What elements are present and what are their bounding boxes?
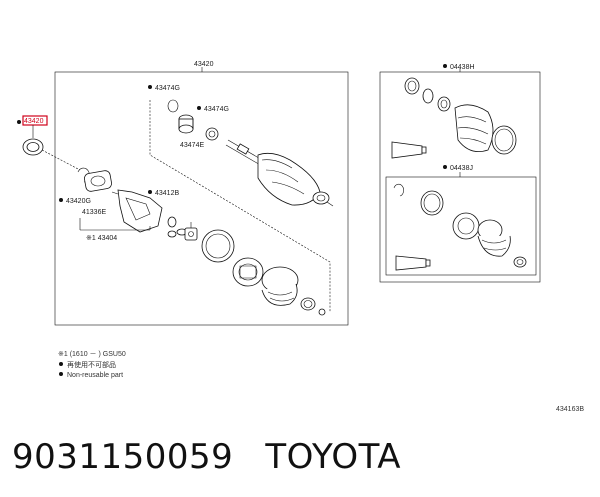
inner-clamp-part [201, 229, 235, 263]
non-reusable-dot-icon [59, 372, 63, 376]
note-non-reusable-jp: 再使用不可部品 [67, 360, 116, 369]
callout-43420: 43420 [194, 61, 214, 68]
non-reusable-dot-icon [197, 106, 201, 110]
kit-inner-grease-tube-part [395, 255, 431, 271]
note-non-reusable-en: Non-reusable part [67, 372, 123, 379]
inner-housing-part [232, 257, 264, 287]
bearing-ring-part [22, 138, 81, 171]
callout-04438j: 04438J [450, 165, 473, 172]
footer: 9031150059 TOYOTA [12, 432, 592, 482]
kit-outer-boot-part [454, 104, 517, 155]
outer-joint-part [111, 189, 163, 233]
kit-grease-tube-part [391, 141, 427, 159]
small-ring-part [167, 216, 177, 228]
non-reusable-dot-icon [443, 64, 447, 68]
non-reusable-dot-icon [148, 190, 152, 194]
washer-part [84, 170, 112, 192]
non-reusable-dot-icon [148, 85, 152, 89]
non-reusable-dot-icon [17, 120, 21, 124]
highlight-box [22, 115, 48, 126]
main-assembly-frame [54, 71, 349, 326]
callout-04438h: 04438H [450, 64, 475, 71]
kit-outer-clips-part [404, 77, 451, 112]
callout-43420g: 43420G [66, 198, 91, 205]
kit-inner-clips-part [393, 184, 480, 240]
callout-43420-highlighted: 43420 [24, 118, 44, 125]
parts-diagram: 43420 43420 43474G 43474G 43474E [17, 61, 584, 413]
snap-ring-part [167, 99, 179, 113]
callout-43474e: 43474E [180, 142, 204, 149]
brand-name: TOYOTA [265, 437, 402, 477]
inner-kit-frame [385, 176, 537, 276]
tripod-part [184, 222, 198, 241]
kit-inner-boot-part [477, 219, 527, 268]
boot-band-part [300, 297, 326, 316]
callout-43412b: 43412B [155, 190, 179, 197]
non-reusable-dot-icon [443, 165, 447, 169]
part-number: 9031150059 [12, 437, 234, 477]
inner-boot-part [261, 266, 299, 306]
callout-43474g-b: 43474G [204, 106, 229, 113]
callout-43474g-a: 43474G [155, 85, 180, 92]
drive-shaft-part [225, 139, 334, 207]
diagram-id: 434163B [556, 406, 584, 413]
non-reusable-dot-icon [59, 198, 63, 202]
callout-41336e: 41336E [82, 209, 106, 216]
spider-part [167, 228, 188, 238]
callout-43404: ※1 43404 [86, 235, 117, 242]
note-applicability: ※1 (1610 － ) GSU50 [58, 351, 126, 358]
bearing-sleeve-part [178, 114, 219, 141]
non-reusable-dot-icon [59, 362, 63, 366]
